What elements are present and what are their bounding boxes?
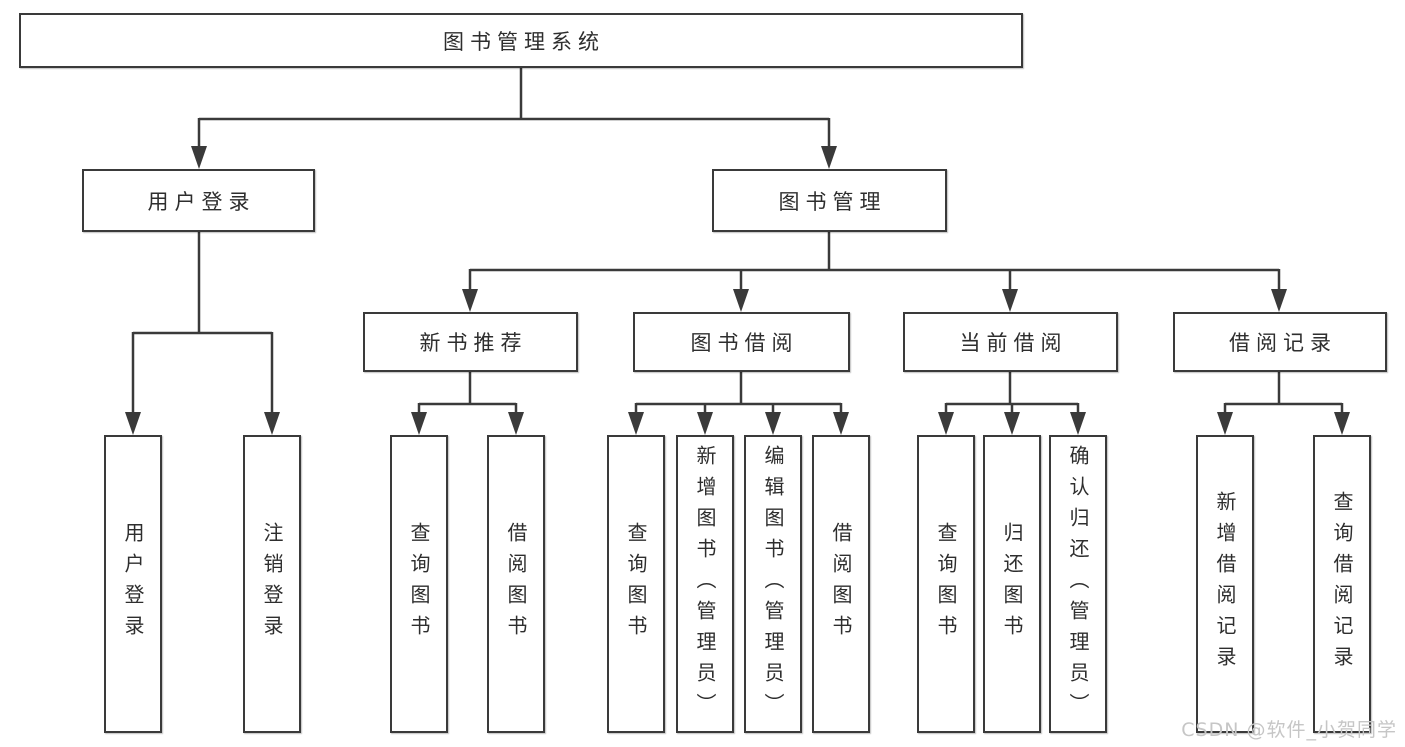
node-library-management-system: 图书管理系统 <box>19 13 1023 68</box>
leaf-newbook-borrow-books: 借阅图书 <box>487 435 545 733</box>
leaf-borrow-query-books: 查询图书 <box>607 435 665 733</box>
node-book-management: 图书管理 <box>712 169 947 232</box>
leaf-current-confirm-return-admin: 确认归还（管理员） <box>1049 435 1107 733</box>
csdn-watermark: CSDN @软件_小贺同学 <box>1181 719 1397 741</box>
node-new-book-recommend: 新书推荐 <box>363 312 578 372</box>
leaf-borrow-edit-books-admin: 编辑图书（管理员） <box>744 435 802 733</box>
node-current-borrowing: 当前借阅 <box>903 312 1118 372</box>
leaf-records-query-record: 查询借阅记录 <box>1313 435 1371 733</box>
leaf-borrow-add-books-admin: 新增图书（管理员） <box>676 435 734 733</box>
node-user-login: 用户登录 <box>82 169 315 232</box>
leaf-current-return-books: 归还图书 <box>983 435 1041 733</box>
leaf-logout: 注销登录 <box>243 435 301 733</box>
node-borrowing-records: 借阅记录 <box>1173 312 1387 372</box>
leaf-newbook-query-books: 查询图书 <box>390 435 448 733</box>
leaf-user-login: 用户登录 <box>104 435 162 733</box>
leaf-borrow-borrow-books: 借阅图书 <box>812 435 870 733</box>
node-book-borrowing: 图书借阅 <box>633 312 850 372</box>
leaf-current-query-books: 查询图书 <box>917 435 975 733</box>
leaf-records-add-record: 新增借阅记录 <box>1196 435 1254 733</box>
